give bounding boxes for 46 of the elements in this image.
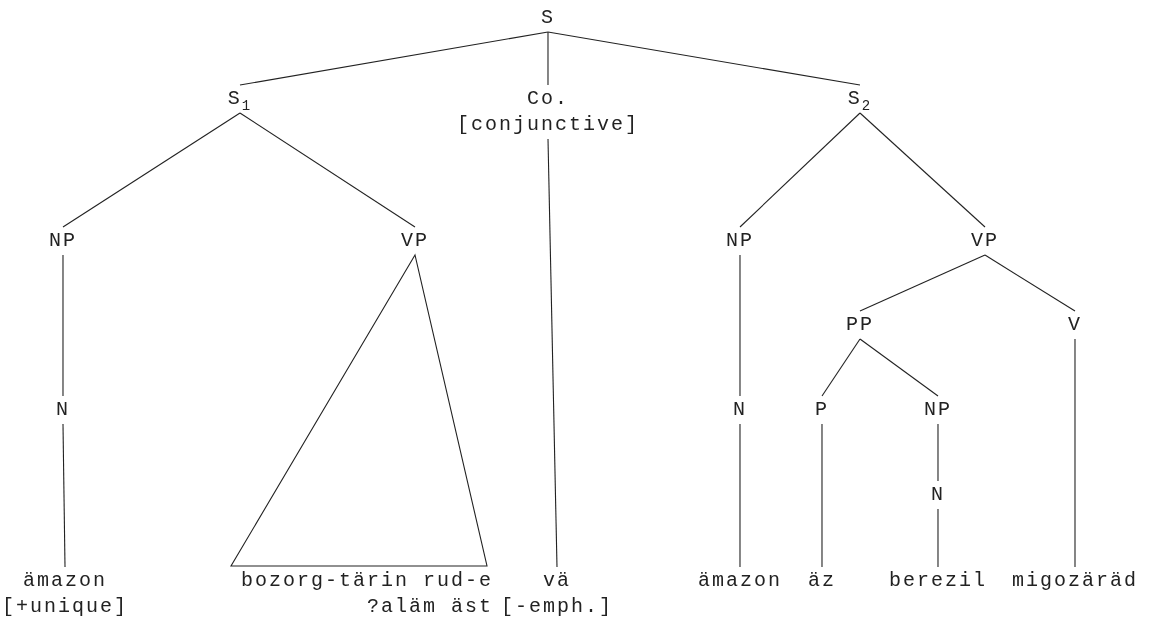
tree-label: VP bbox=[401, 228, 429, 254]
triangle-branch bbox=[230, 253, 488, 567]
branch-line bbox=[547, 31, 549, 86]
tree-label: V bbox=[1068, 312, 1082, 338]
branch-line bbox=[859, 254, 986, 312]
branch-line bbox=[937, 423, 939, 482]
tree-label: S$_{1}$ bbox=[227, 86, 253, 112]
tree-label: bozorg-tärin rud-e ?aläm äst bbox=[239, 568, 493, 620]
branch-line bbox=[547, 31, 861, 86]
branch-line bbox=[937, 508, 939, 568]
branch-line bbox=[62, 112, 241, 228]
branch-line bbox=[821, 338, 861, 397]
tree-label: migozäräd bbox=[1012, 568, 1138, 594]
tree-label: S$_{2}$ bbox=[847, 86, 873, 112]
tree-label: N bbox=[733, 397, 747, 423]
tree-label: [-emph.] bbox=[501, 594, 613, 620]
tree-label: berezil bbox=[889, 568, 987, 594]
branch-line bbox=[739, 423, 741, 568]
branch-line bbox=[239, 112, 416, 228]
tree-label: NP bbox=[726, 228, 754, 254]
tree-label: N bbox=[931, 482, 945, 508]
tree-label: ämazon bbox=[698, 568, 782, 594]
branch-line bbox=[1074, 338, 1076, 568]
tree-label: [conjunctive] bbox=[457, 112, 639, 138]
tree-label: PP bbox=[846, 312, 874, 338]
tree-label: ämazon bbox=[22, 568, 108, 594]
tree-label: VP bbox=[971, 228, 999, 254]
branch-line bbox=[739, 112, 861, 228]
tree-label: Co. bbox=[526, 86, 570, 112]
branch-line bbox=[859, 338, 939, 397]
branch-line bbox=[547, 138, 558, 568]
branch-line bbox=[859, 112, 986, 228]
tree-label: NP bbox=[924, 397, 952, 423]
tree-label: P bbox=[815, 397, 829, 423]
tree-label: äz bbox=[808, 568, 836, 594]
branch-line bbox=[62, 254, 64, 397]
tree-label: N bbox=[56, 397, 70, 423]
tree-label: NP bbox=[49, 228, 77, 254]
tree-label: vä bbox=[542, 568, 572, 594]
branch-line bbox=[62, 423, 66, 568]
tree-label: S bbox=[541, 5, 555, 31]
branch-line bbox=[239, 31, 549, 86]
branch-line bbox=[739, 254, 741, 397]
tree-label: [+unique] bbox=[2, 594, 128, 620]
branch-line bbox=[984, 254, 1076, 312]
branch-line bbox=[821, 423, 823, 568]
